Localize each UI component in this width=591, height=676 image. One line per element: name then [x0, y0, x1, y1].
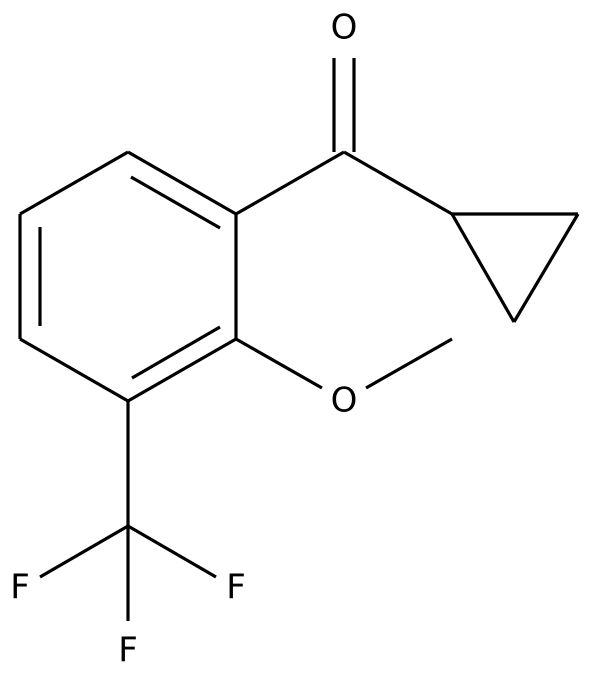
bond-ring-top-inner: [130, 175, 221, 230]
atom-label-fluorine-right: F: [226, 568, 246, 608]
bond-ring-bottom-right-inner: [131, 325, 221, 380]
atom-label-fluorine-left: F: [10, 568, 30, 608]
atom-label-carbonyl-oxygen: O: [331, 8, 358, 48]
bond-methoxy-methyl: [365, 337, 453, 390]
atom-label-methoxy-oxygen: O: [331, 381, 358, 421]
bond-ring-top: [127, 150, 237, 216]
bond-ring-bottom-right: [127, 337, 237, 403]
bond-aryl-carbonyl: [235, 150, 345, 216]
atom-label-fluorine-bottom: F: [118, 631, 138, 671]
bond-cyclopropyl-left: [450, 213, 516, 323]
bond-ring-bottom-left: [19, 337, 129, 403]
bond-aryl-methoxy-oxygen: [235, 337, 323, 390]
bond-carbonyl-cyclopropyl: [343, 150, 453, 216]
bond-cf3-f-left: [39, 524, 129, 579]
bond-ring-top-left: [19, 150, 129, 216]
bond-cyclopropyl-right: [512, 213, 580, 323]
bond-cf3-f-right: [127, 524, 217, 579]
